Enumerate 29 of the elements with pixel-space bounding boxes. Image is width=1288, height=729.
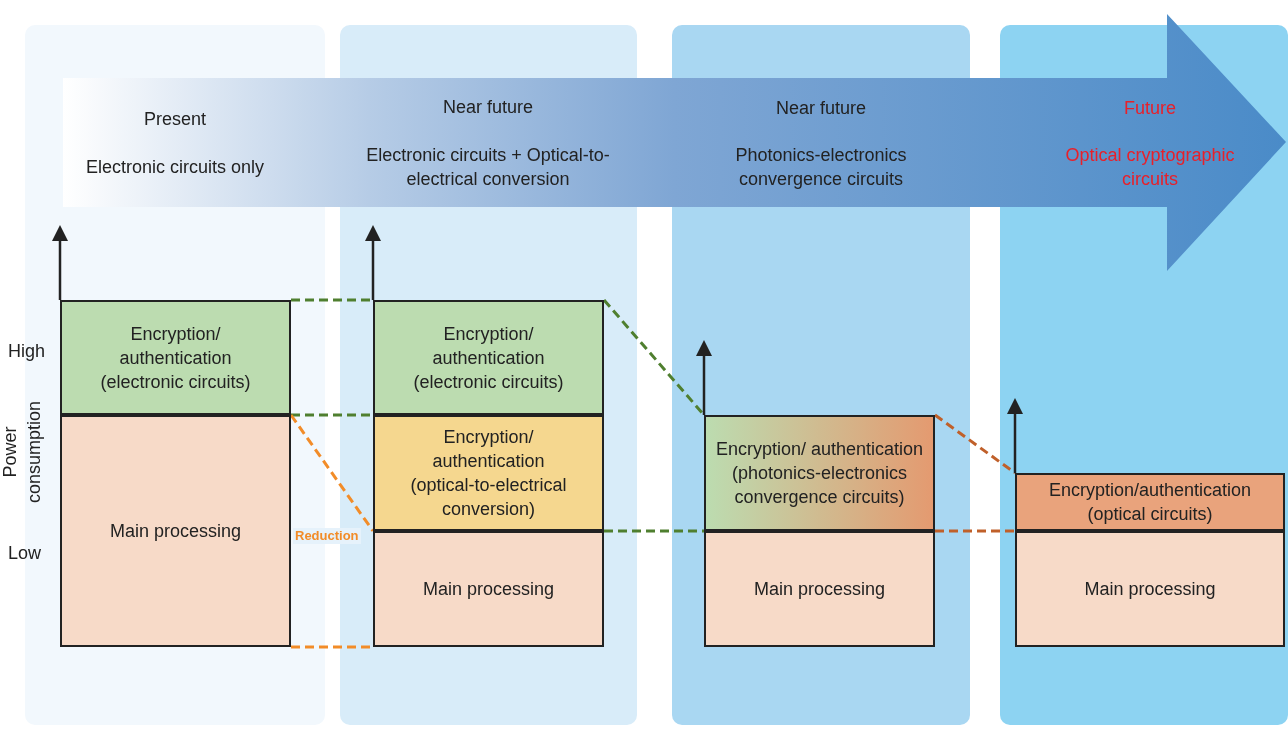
stage-heading: Near future [441, 96, 534, 119]
encryption-box: Encryption/ authentication (electronic circuits) [60, 300, 291, 415]
encryption-box: Encryption/authentication (optical circuits) [1015, 473, 1285, 531]
dashed-connector [604, 529, 704, 533]
axis-title: Power consumption [0, 399, 45, 506]
encryption-box: Encryption/ authentication (electronic circuits) [373, 300, 604, 415]
processing-box: Main processing [1015, 531, 1285, 647]
processing-box: Main processing [60, 415, 291, 647]
axis-label: High [8, 340, 47, 363]
axis-label: Low [8, 542, 43, 565]
dashed-connector [602, 299, 706, 416]
dashed-connector [934, 413, 1016, 475]
dashed-connector [935, 529, 1015, 533]
dashed-connector [289, 414, 375, 532]
stage-heading: Future [1123, 97, 1177, 120]
stage-description: Electronic circuits + Optical-to-electrical conversion [365, 144, 611, 191]
encryption-box: Encryption/ authentication (optical-to-electrical conversion) [373, 415, 604, 531]
stage-heading: Near future [774, 97, 867, 120]
processing-box: Main processing [373, 531, 604, 647]
dashed-connector [291, 645, 373, 649]
stage-heading: Present [142, 108, 207, 131]
encryption-box: Encryption/ authentication (photonics-electronics convergence circuits) [704, 415, 935, 531]
stage-description: Photonics-electronics convergence circuits [734, 144, 908, 191]
dashed-connector [291, 298, 373, 302]
dashed-connector [291, 413, 373, 417]
stage-description: Optical cryptographic circuits [1064, 144, 1236, 191]
edge-label: Reduction [293, 528, 361, 544]
processing-box: Main processing [704, 531, 935, 647]
stage-description: Electronic circuits only [84, 156, 266, 179]
